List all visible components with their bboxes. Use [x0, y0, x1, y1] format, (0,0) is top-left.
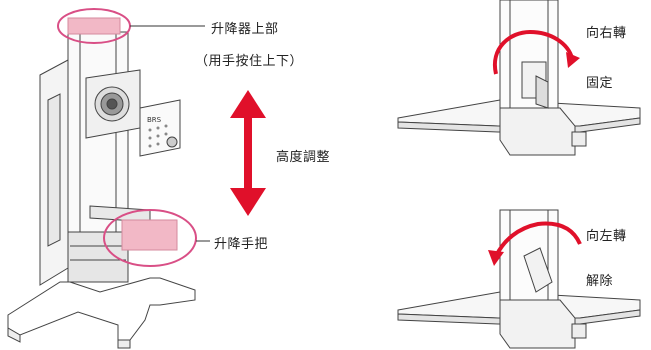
label-fix: 固定 — [586, 76, 614, 91]
clamp-fixed — [397, 0, 641, 156]
lift-handle-highlight — [121, 219, 178, 251]
label-top-handle: 升降器上部 — [211, 22, 279, 37]
label-rotate-left: 向左轉 — [586, 229, 627, 244]
rotate-left-arrowhead — [488, 250, 504, 266]
top-cap-highlight — [67, 17, 121, 35]
label-top-handle-note: （用手按住上下） — [195, 54, 304, 69]
height-arrow — [230, 90, 266, 216]
rotate-right-arrowhead — [566, 52, 580, 68]
clamp-knob-released — [523, 247, 553, 293]
copy-stand — [7, 17, 196, 349]
label-rotate-right: 向右轉 — [586, 26, 627, 41]
rotate-left-arrow — [494, 221, 582, 257]
label-lift-handle: 升降手把 — [214, 237, 269, 252]
label-release: 解除 — [586, 274, 614, 289]
control-panel — [139, 99, 181, 157]
lift-handle-circle — [103, 209, 197, 267]
stand-base — [7, 277, 196, 341]
rotate-right-arrow — [492, 29, 574, 75]
brand-text: BRS — [147, 116, 162, 124]
label-height-adjust: 高度調整 — [276, 150, 331, 165]
